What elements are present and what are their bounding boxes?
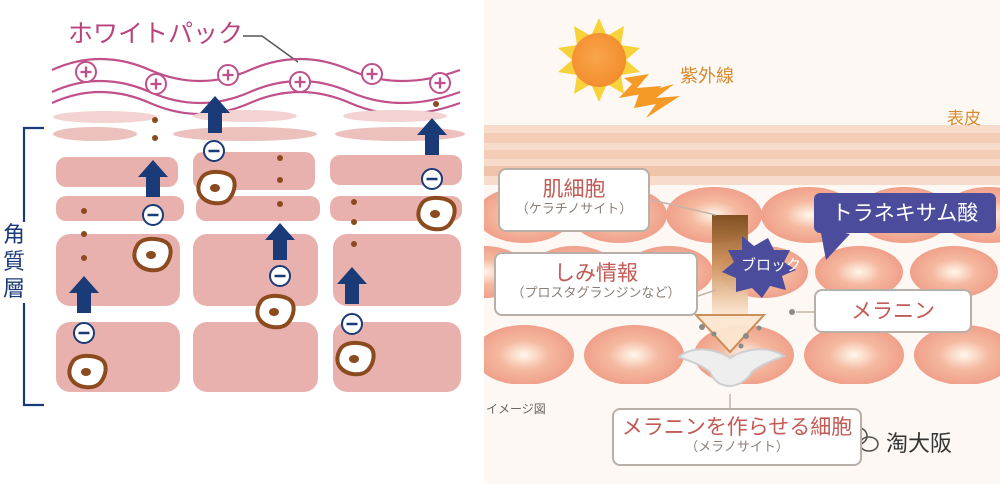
stratum-corneum-label: 角質層	[2, 222, 26, 303]
plus-charge-icon	[144, 72, 168, 96]
spot-info-label: しみ情報	[554, 261, 638, 285]
keratinocyte-label: 肌細胞	[542, 177, 606, 201]
uv-lightning-icon	[619, 74, 662, 108]
melanocyte-icon	[416, 195, 457, 232]
melanocyte-label: メラニンを作らせる細胞	[621, 415, 853, 439]
image-note: イメージ図	[486, 402, 546, 416]
spot-info-box: しみ情報 （プロスタグランジンなど）	[494, 252, 698, 316]
block-burst-icon	[722, 236, 796, 298]
cell-rows	[56, 152, 462, 392]
melanocyte-shape	[677, 348, 787, 388]
melanin-label: メラニン	[851, 299, 935, 323]
minus-charge-icon	[268, 264, 292, 288]
plus-charge-icon	[360, 62, 384, 86]
melanocyte-box: メラニンを作らせる細胞 （メラノサイト）	[612, 408, 862, 466]
stratum-corneum-cells	[53, 110, 465, 141]
melanocyte-icon	[132, 236, 173, 273]
white-pack-diagram: ホワイトパック	[0, 0, 482, 484]
melanocyte-icon	[255, 293, 296, 330]
plus-charge-icon	[216, 63, 240, 87]
uv-label: 紫外線	[680, 66, 734, 87]
plus-charge-icon	[288, 70, 312, 94]
plus-charge-icon	[428, 71, 452, 95]
spot-info-connector	[697, 289, 717, 297]
keratinocyte-box: 肌細胞 （ケラチノサイト）	[498, 168, 650, 232]
melanocyte-icon	[335, 340, 376, 377]
melanocyte-icon	[196, 169, 237, 206]
melanin-dot-trails	[81, 101, 439, 261]
epidermis-label: 表皮	[947, 109, 981, 129]
plus-charge-icon	[74, 60, 98, 84]
block-label: ブロック	[740, 256, 801, 274]
minus-charge-icon	[340, 312, 364, 336]
minus-charge-icon	[202, 139, 226, 163]
sun-icon	[558, 18, 640, 102]
keratinocyte-sub: （ケラチノサイト）	[515, 202, 633, 217]
watermark-text: 淘大阪	[886, 432, 953, 457]
tranexamic-box: トラネキサム酸	[814, 193, 996, 233]
melanocyte-icon	[67, 353, 108, 390]
melanin-box: メラニン	[814, 289, 972, 333]
melanocyte-sub: （メラノサイト）	[685, 440, 789, 455]
stratum-bracket	[22, 126, 44, 407]
white-pack-illustration	[22, 35, 465, 407]
white-pack-pointer	[243, 35, 299, 63]
white-pack-wave-top	[51, 57, 461, 83]
minus-charge-icon	[72, 321, 96, 345]
tranexamic-label: トラネキサム酸	[831, 201, 979, 225]
keratinocyte-connector	[651, 199, 717, 216]
tranexamic-acid-diagram: 紫外線 表皮 肌細胞 （ケラチノサイト） トラネキサム酸 ブロック しみ情報 （…	[484, 0, 1000, 484]
white-pack-wave-middle	[51, 79, 461, 105]
tranexamic-pointer	[820, 228, 850, 260]
minus-charge-icon	[141, 203, 165, 227]
white-pack-label: ホワイトパック	[68, 19, 244, 48]
minus-charge-icon	[420, 167, 444, 191]
melanin-granules	[699, 309, 795, 349]
spot-info-sub: （プロスタグランジンなど）	[511, 286, 681, 301]
